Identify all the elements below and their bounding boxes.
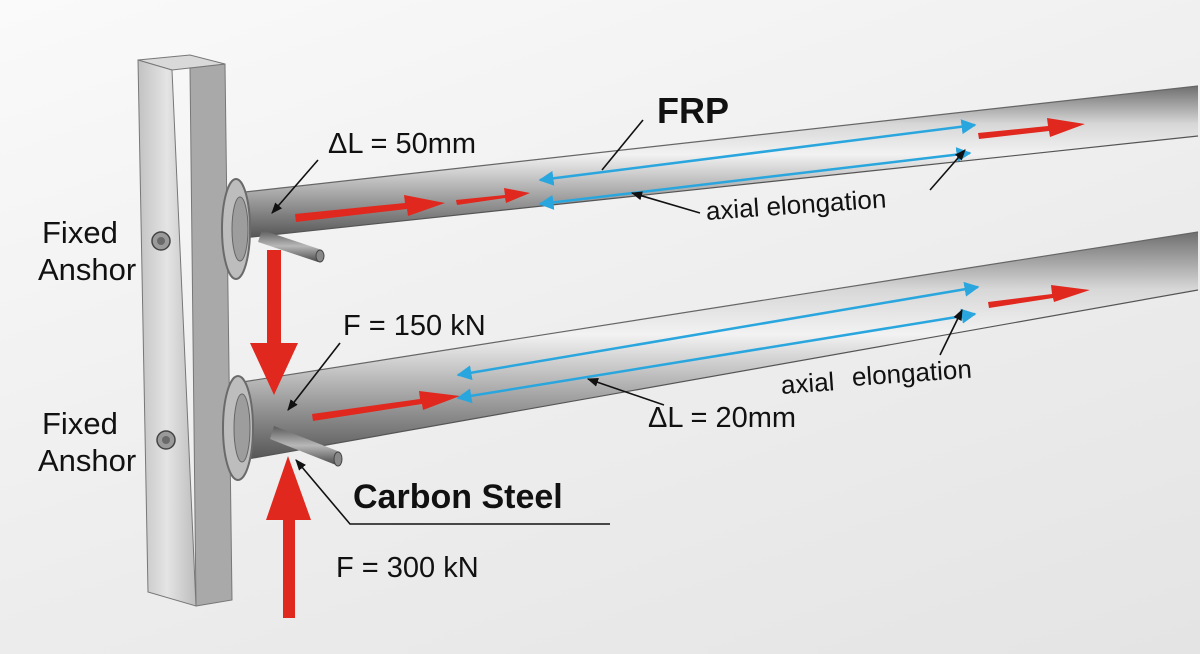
bolt-icon (156, 430, 176, 450)
frp-force-arrow (295, 118, 1085, 222)
leader-lines (271, 119, 966, 525)
steel-elongation-arrow (456, 308, 977, 404)
force-arrow-up (266, 456, 311, 618)
steel-elongation-label-2: elongation (850, 353, 973, 392)
anchor-label-top: Fixed Anshor (38, 215, 136, 288)
anchor-post-side (189, 63, 233, 607)
anchor-post-front (137, 59, 197, 607)
anchor-label-bottom: Fixed Anshor (38, 406, 136, 479)
force-arrow-down (250, 250, 298, 395)
force-bottom-label: F = 300 kN (336, 552, 479, 584)
frp-title: FRP (657, 90, 729, 131)
steel-force-arrow (312, 285, 1090, 421)
steel-rod (270, 426, 343, 467)
steel-elongation-label-1: axial (779, 366, 836, 400)
frp-elongation-arrow (538, 147, 972, 210)
steel-delta-label: ΔL = 20mm (648, 402, 797, 434)
anchor-label-bottom-line2: Anshor (38, 442, 137, 478)
steel-title: Carbon Steel (353, 478, 563, 516)
force-top-label: F = 150 kN (343, 310, 486, 342)
anchor-label-top-line2: Anshor (38, 251, 137, 287)
frp-rod (258, 230, 325, 263)
anchor-label-top-line1: Fixed (42, 215, 118, 250)
anchor-label-bottom-line1: Fixed (42, 406, 118, 441)
frp-delta-label: ΔL = 50mm (328, 128, 477, 160)
bolt-icon (151, 231, 171, 251)
